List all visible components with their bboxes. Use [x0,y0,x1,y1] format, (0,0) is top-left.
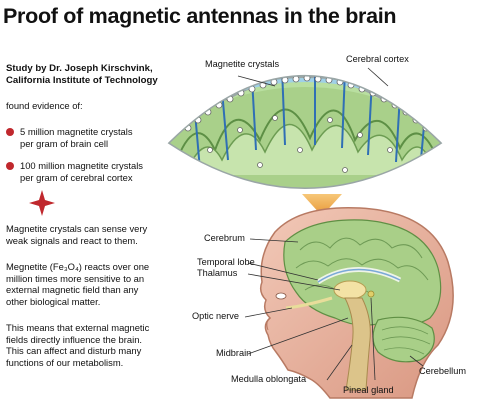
paragraph-line: Magnetite crystals can sense very [6,223,148,234]
paragraph-line: weak signals and react to them. [6,234,138,246]
label-pineal-gland: Pineal gland [343,385,394,395]
bullet-line: per gram of brain cell [20,137,109,149]
label-thalamus: Thalamus [197,268,238,278]
bullet-line: 100 million magnetite crystals [20,160,143,171]
bullet-line: 5 million magnetite crystals [20,126,133,137]
bullet-dot-icon [6,162,14,170]
paragraph-line: other biological matter. [6,295,101,307]
bullet-line: per gram of cerebral cortex [20,171,133,183]
label-optic-nerve: Optic nerve [192,311,239,321]
paragraph-line: This means that external magnetic [6,322,150,333]
label-cerebellum: Cerebellum [419,366,466,376]
bullet-dot-icon [6,128,14,136]
paragraph-line: Megnetite (Fe₃O₄) reacts over one [6,261,150,272]
label-temporal-lobe: Temporal lobe [197,257,255,267]
paragraph-line: million times more sensitive to an [6,272,145,284]
label-cerebrum: Cerebrum [204,233,245,243]
label-midbrain: Midbrain [216,348,252,358]
paragraph-line: This can affect and disturb many [6,345,142,357]
label-magnetite-crystals: Magnetite crystals [205,59,280,69]
study-credit: Study by Dr. Joseph Kirschvink, Californ… [6,63,206,87]
head-cross-section [259,206,454,399]
paragraph-influence: This means that external magnetic fields… [6,322,149,368]
study-line-2: California Institute of Technology [6,75,158,86]
paragraph-line: fields directly influence the brain. [6,333,143,345]
paragraph-line: functions of our metabolism. [6,356,124,368]
paragraph-sensitivity: Megnetite (Fe₃O₄) reacts over one millio… [6,261,149,307]
page-title: Proof of magnetic antennas in the brain [3,4,397,28]
paragraph-sensing: Magnetite crystals can sense very weak s… [6,223,147,246]
zoom-arrow [302,194,342,216]
label-cerebral-cortex: Cerebral cortex [346,54,409,64]
label-medulla-oblongata: Medulla oblongata [231,374,307,384]
star-icon [29,190,55,216]
paragraph-line: external magnetic field than any [6,284,139,296]
study-line-1: Study by Dr. Joseph Kirschvink, [6,63,153,74]
found-evidence-text: found evidence of: [6,100,83,111]
magnified-cortex-lens [167,75,443,189]
